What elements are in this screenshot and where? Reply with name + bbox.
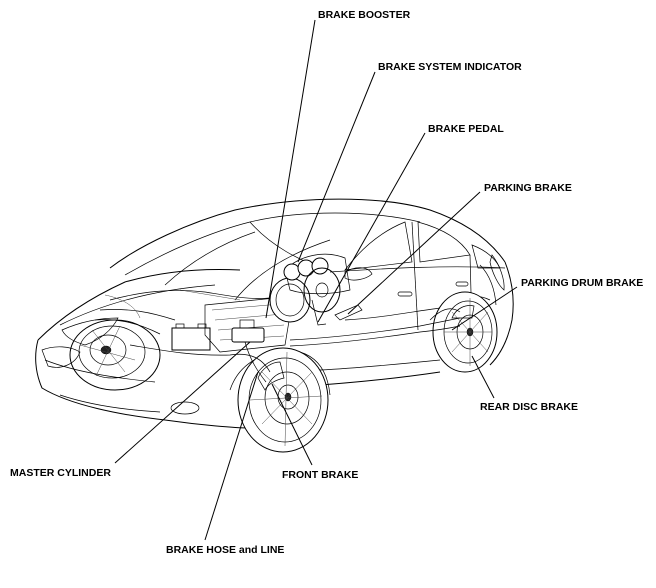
label-parking-brake: PARKING BRAKE [484,182,572,194]
leader-rear-disc-brake [471,355,495,399]
label-master-cylinder: MASTER CYLINDER [10,467,111,479]
leader-brake-pedal [317,132,426,323]
leader-master-cylinder [114,341,251,464]
leader-parking-drum-brake [451,286,518,331]
leader-brake-booster [265,19,316,319]
leader-lines [114,19,518,541]
leader-front-brake [271,383,313,466]
label-brake-booster: BRAKE BOOSTER [318,9,411,21]
label-brake-pedal: BRAKE PEDAL [428,123,504,135]
front-left-wheel [69,319,161,391]
label-front-brake: FRONT BRAKE [282,469,358,481]
label-brake-hose-and-line: BRAKE HOSE and LINE [166,544,284,556]
leader-brake-system-indicator [297,71,376,263]
car-body [35,198,514,429]
engine-bay [94,253,461,383]
leader-parking-brake [347,191,481,315]
callout-labels: BRAKE BOOSTER BRAKE SYSTEM INDICATOR BRA… [10,9,643,556]
rear-right-wheel [432,291,498,373]
leader-brake-hose-and-line [204,371,259,541]
label-rear-disc-brake: REAR DISC BRAKE [480,401,578,413]
label-brake-system-indicator: BRAKE SYSTEM INDICATOR [378,61,522,73]
front-right-wheel [237,347,329,453]
label-parking-drum-brake: PARKING DRUM BRAKE [521,277,643,289]
